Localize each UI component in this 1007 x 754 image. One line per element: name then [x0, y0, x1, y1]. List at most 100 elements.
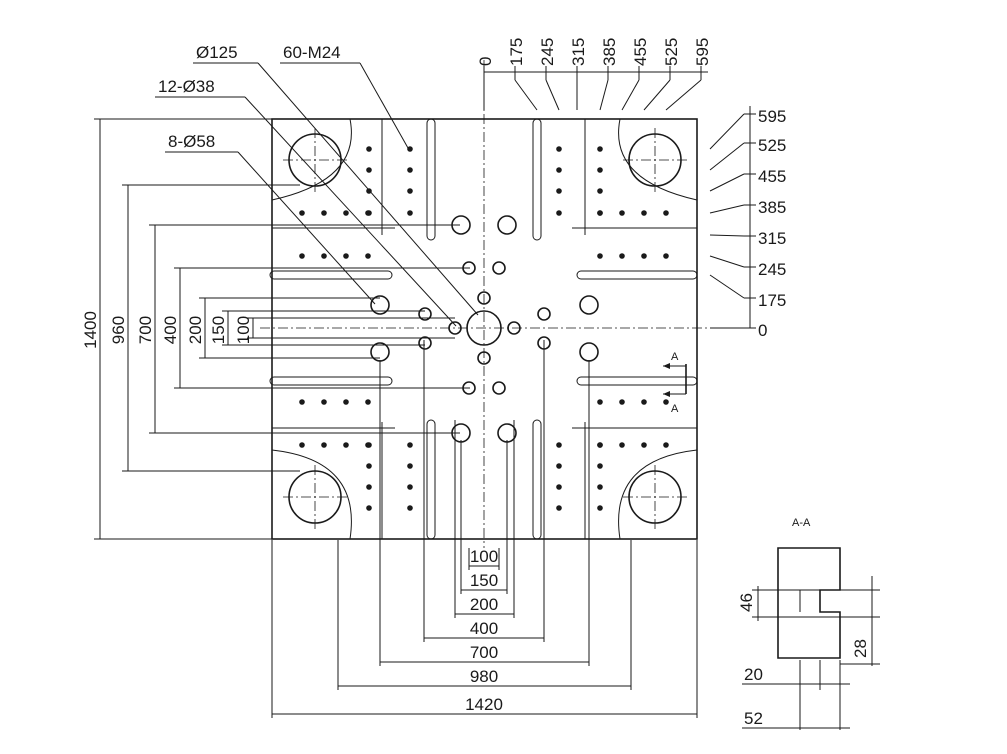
hole-38 — [477, 351, 491, 365]
top-595: 595 — [693, 38, 712, 66]
bottom-dimension-labels: 100 150 200 400 700 980 1420 — [465, 547, 503, 714]
dim-b-100: 100 — [470, 547, 498, 566]
dim-200: 200 — [186, 316, 205, 344]
top-0: 0 — [476, 57, 495, 66]
tapped-hole — [556, 442, 562, 448]
hole-38 — [418, 307, 432, 321]
tapped-hole — [299, 210, 305, 216]
slot — [426, 118, 436, 241]
section-dim-20: 20 — [744, 665, 763, 684]
t-slots — [269, 118, 698, 540]
section-marker-bottom: A — [671, 403, 679, 415]
tapped-hole — [343, 253, 349, 259]
tapped-hole — [556, 463, 562, 469]
right-315: 315 — [758, 229, 786, 248]
platen-outline — [271, 118, 698, 540]
right-scale — [709, 106, 756, 329]
tapped-hole — [597, 484, 603, 490]
tapped-hole — [366, 505, 372, 511]
dim-b-200: 200 — [470, 595, 498, 614]
right-175: 175 — [758, 291, 786, 310]
right-leader — [709, 274, 745, 299]
callouts: Ø125 60-M24 12-Ø38 8-Ø58 — [158, 43, 341, 151]
tapped-hole — [407, 463, 413, 469]
top-leader — [514, 79, 538, 111]
tapped-hole — [299, 253, 305, 259]
dim-700: 700 — [136, 316, 155, 344]
callout-leaders — [155, 62, 479, 327]
tapped-hole — [365, 253, 371, 259]
tapped-hole — [407, 210, 413, 216]
tapped-hole — [365, 399, 371, 405]
hole-38 — [418, 336, 432, 350]
dim-b-1420: 1420 — [465, 695, 503, 714]
tapped-hole — [556, 167, 562, 173]
corner-hole — [283, 128, 347, 192]
slot — [576, 376, 698, 386]
tapped-hole — [597, 167, 603, 173]
section-dim-28: 28 — [851, 639, 870, 658]
tapped-hole — [663, 442, 669, 448]
dim-b-700: 700 — [470, 643, 498, 662]
dim-960: 960 — [109, 316, 128, 344]
dim-150: 150 — [209, 316, 228, 344]
top-455: 455 — [631, 38, 650, 66]
section-dim-46: 46 — [737, 593, 756, 612]
corner-hole — [623, 128, 687, 192]
slot — [576, 270, 698, 280]
tapped-hole — [597, 463, 603, 469]
tapped-hole — [641, 210, 647, 216]
left-dimensions — [94, 118, 470, 540]
dim-b-980: 980 — [470, 667, 498, 686]
hole-38 — [492, 381, 506, 395]
callout-holes-58: 8-Ø58 — [168, 132, 215, 151]
hole-58 — [579, 295, 599, 315]
right-leader — [709, 234, 745, 237]
tapped-hole — [597, 210, 603, 216]
tapped-hole — [556, 146, 562, 152]
right-245: 245 — [758, 260, 786, 279]
right-0: 0 — [758, 321, 767, 340]
tapped-hole — [619, 210, 625, 216]
hole-38 — [448, 321, 462, 335]
top-leader — [621, 79, 640, 111]
tapped-hole — [321, 253, 327, 259]
tapped-hole — [366, 484, 372, 490]
right-leader — [709, 113, 745, 150]
tapped-hole — [663, 399, 669, 405]
top-315: 315 — [569, 38, 588, 66]
callout-center-hole: Ø125 — [196, 43, 238, 62]
tapped-hole — [366, 210, 372, 216]
tapped-hole — [641, 442, 647, 448]
top-leader — [665, 79, 702, 111]
corner-hole — [623, 465, 687, 529]
tapped-hole — [299, 399, 305, 405]
tapped-hole — [597, 505, 603, 511]
hole-58 — [497, 215, 517, 235]
tapped-hole — [619, 399, 625, 405]
tapped-hole — [663, 210, 669, 216]
dim-1400: 1400 — [81, 311, 100, 349]
slot — [269, 376, 393, 386]
tapped-hole — [407, 146, 413, 152]
tapped-hole — [597, 146, 603, 152]
tapped-hole — [619, 442, 625, 448]
right-leader — [709, 142, 745, 171]
bottom-dimensions — [271, 340, 698, 718]
right-leader — [709, 255, 745, 268]
callout-tapped: 60-M24 — [283, 43, 341, 62]
tapped-hole — [556, 505, 562, 511]
hole-58 — [497, 423, 517, 443]
hole-58 — [370, 295, 390, 315]
tapped-hole — [597, 442, 603, 448]
hole-38 — [492, 261, 506, 275]
top-scale-labels: 0 175 245 315 385 455 525 595 — [476, 38, 712, 66]
tapped-hole — [407, 505, 413, 511]
tapped-hole — [597, 188, 603, 194]
tapped-hole — [641, 253, 647, 259]
tapped-hole — [407, 484, 413, 490]
right-455: 455 — [758, 167, 786, 186]
tapped-hole — [366, 167, 372, 173]
corner-hole — [283, 465, 347, 529]
